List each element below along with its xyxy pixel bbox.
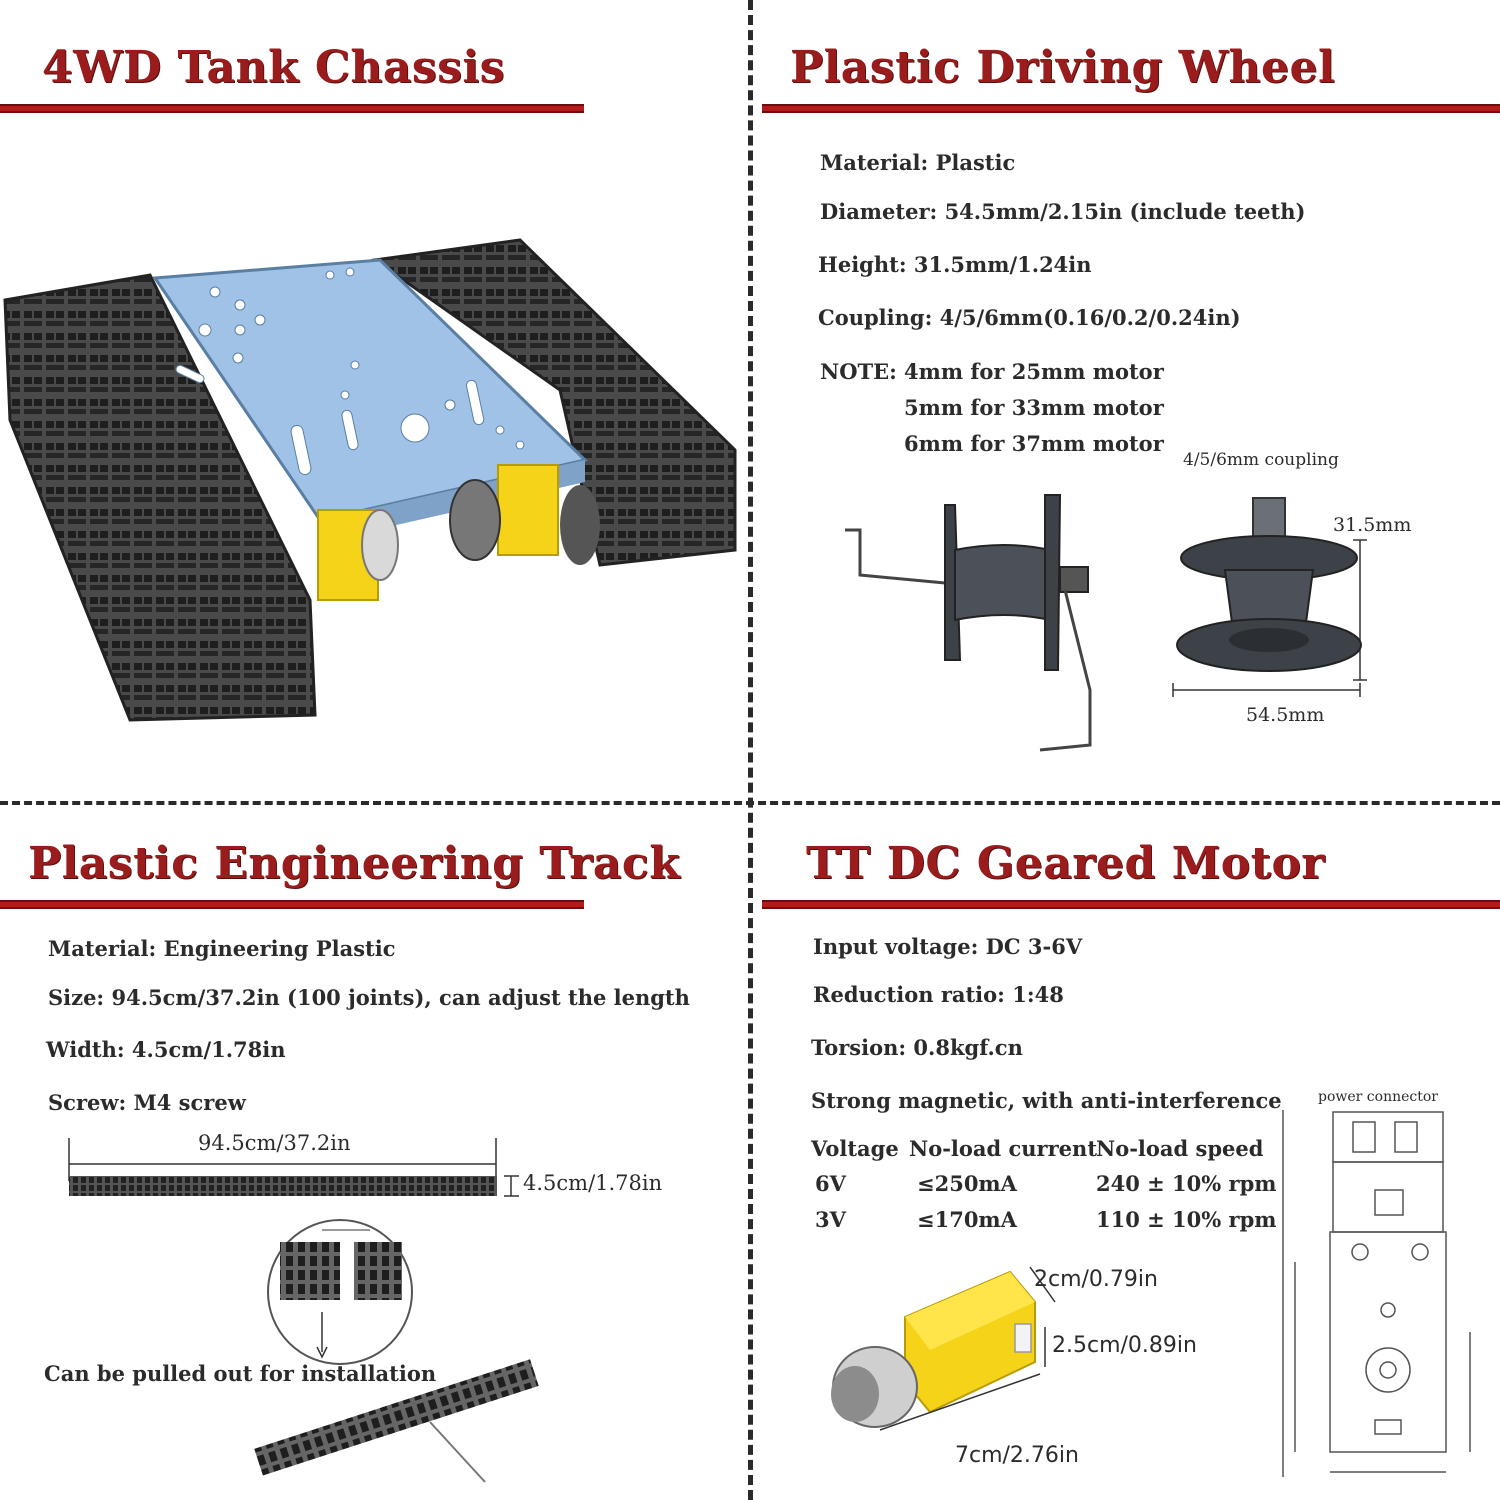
motor-table-row-1-voltage: 6V [815, 1171, 846, 1196]
motor-table-header-speed: No-load speed [1096, 1136, 1264, 1161]
motor-input-voltage: Input voltage: DC 3-6V [813, 934, 1083, 959]
motor-table-header-voltage: Voltage [811, 1136, 899, 1161]
motor-title-rule [762, 900, 1500, 909]
wheel-side-image [845, 494, 1092, 752]
wheel-material: Material: Plastic [820, 150, 1016, 175]
track-strip-image [68, 1138, 519, 1197]
motor-technical-drawing [1282, 1110, 1471, 1477]
track-detail-image [254, 1219, 539, 1483]
track-material: Material: Engineering Plastic [48, 936, 396, 961]
motor-table-row-1-speed: 240 ± 10% rpm [1096, 1171, 1277, 1196]
wheel-diameter-dim: 54.5mm [1246, 704, 1325, 726]
track-size: Size: 94.5cm/37.2in (100 joints), can ad… [48, 985, 690, 1010]
tank-chassis-image [3, 238, 737, 722]
track-width-dim: 4.5cm/1.78in [523, 1171, 663, 1195]
motor-torsion: Torsion: 0.8kgf.cn [811, 1035, 1023, 1060]
wheel-diameter: Diameter: 54.5mm/2.15in (include teeth) [820, 199, 1306, 224]
track-screw: Screw: M4 screw [48, 1090, 246, 1115]
motor-dim-height: 2cm/0.79in [1034, 1267, 1158, 1292]
motor-table-row-2-current: ≤170mA [917, 1207, 1017, 1232]
wheel-title: Plastic Driving Wheel [790, 42, 1336, 93]
chassis-title-rule [0, 104, 584, 113]
track-title-rule [0, 900, 584, 909]
wheel-front-image [1172, 497, 1367, 697]
motor-reduction-ratio: Reduction ratio: 1:48 [813, 982, 1064, 1007]
wheel-note-label: NOTE: [820, 359, 897, 384]
motor-table-row-2-speed: 110 ± 10% rpm [1096, 1207, 1277, 1232]
motor-title: TT DC Geared Motor [806, 838, 1325, 889]
track-length-dim: 94.5cm/37.2in [198, 1131, 351, 1155]
wheel-coupling-label: 4/5/6mm coupling [1183, 450, 1339, 470]
motor-image [831, 1266, 1056, 1431]
wheel-note-line-1: 4mm for 25mm motor [904, 359, 1164, 384]
wheel-note-line-3: 6mm for 37mm motor [904, 431, 1164, 456]
motor-dim-length: 7cm/2.76in [955, 1443, 1079, 1468]
track-width: Width: 4.5cm/1.78in [46, 1037, 286, 1062]
wheel-height: Height: 31.5mm/1.24in [818, 252, 1092, 277]
motor-table-row-2-voltage: 3V [815, 1207, 846, 1232]
motor-dim-width: 2.5cm/0.89in [1052, 1333, 1197, 1358]
vertical-divider [748, 0, 753, 1500]
wheel-note-line-2: 5mm for 33mm motor [904, 395, 1164, 420]
track-pull-note: Can be pulled out for installation [44, 1361, 437, 1386]
wheel-title-rule [762, 104, 1500, 113]
motor-power-connector-label: power connector [1318, 1089, 1438, 1105]
motor-table-row-1-current: ≤250mA [917, 1171, 1017, 1196]
wheel-height-dim: 31.5mm [1333, 514, 1412, 536]
track-title: Plastic Engineering Track [28, 838, 681, 889]
motor-table-header-current: No-load current [909, 1136, 1098, 1161]
horizontal-divider [0, 801, 1500, 805]
chassis-title: 4WD Tank Chassis [42, 42, 505, 93]
wheel-coupling: Coupling: 4/5/6mm(0.16/0.2/0.24in) [818, 305, 1241, 330]
motor-magnetic: Strong magnetic, with anti-interference [811, 1088, 1282, 1113]
